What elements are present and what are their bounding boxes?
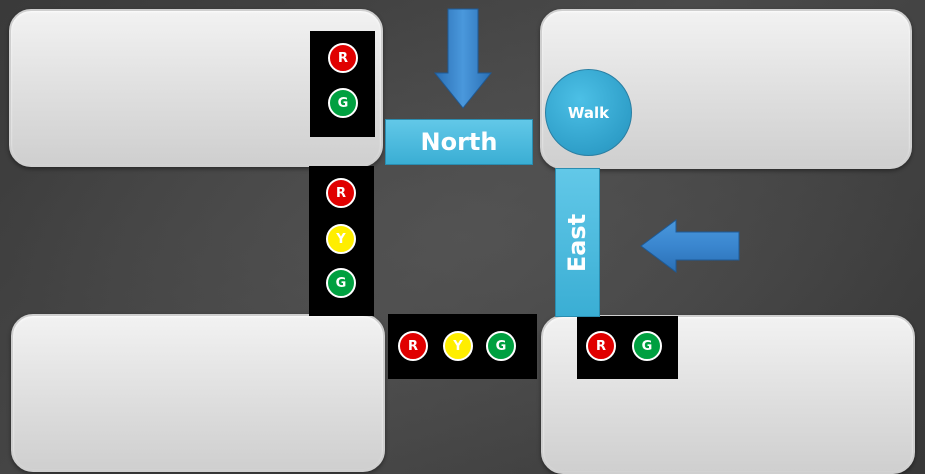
walk-button[interactable]: Walk [545,69,632,156]
red-light: R [586,331,616,361]
red-light: R [326,178,356,208]
yellow-light: Y [326,224,356,254]
green-light: G [326,268,356,298]
east-road-label-text: East [563,213,592,272]
north-road-label: North [385,119,533,165]
red-light: R [328,43,358,73]
green-light: G [486,331,516,361]
green-light: G [328,88,358,118]
red-light: R [398,331,428,361]
traffic-signal-west: R Y G [309,166,374,316]
traffic-signal-south: R Y G [388,314,537,379]
southbound-traffic-arrow [433,8,493,109]
city-block-southwest [11,314,385,472]
westbound-traffic-arrow [640,219,740,273]
yellow-light: Y [443,331,473,361]
traffic-signal-south-east: R G [577,316,678,379]
east-road-label: East [555,168,600,317]
green-light: G [632,331,662,361]
traffic-signal-north-west: R G [310,31,375,137]
